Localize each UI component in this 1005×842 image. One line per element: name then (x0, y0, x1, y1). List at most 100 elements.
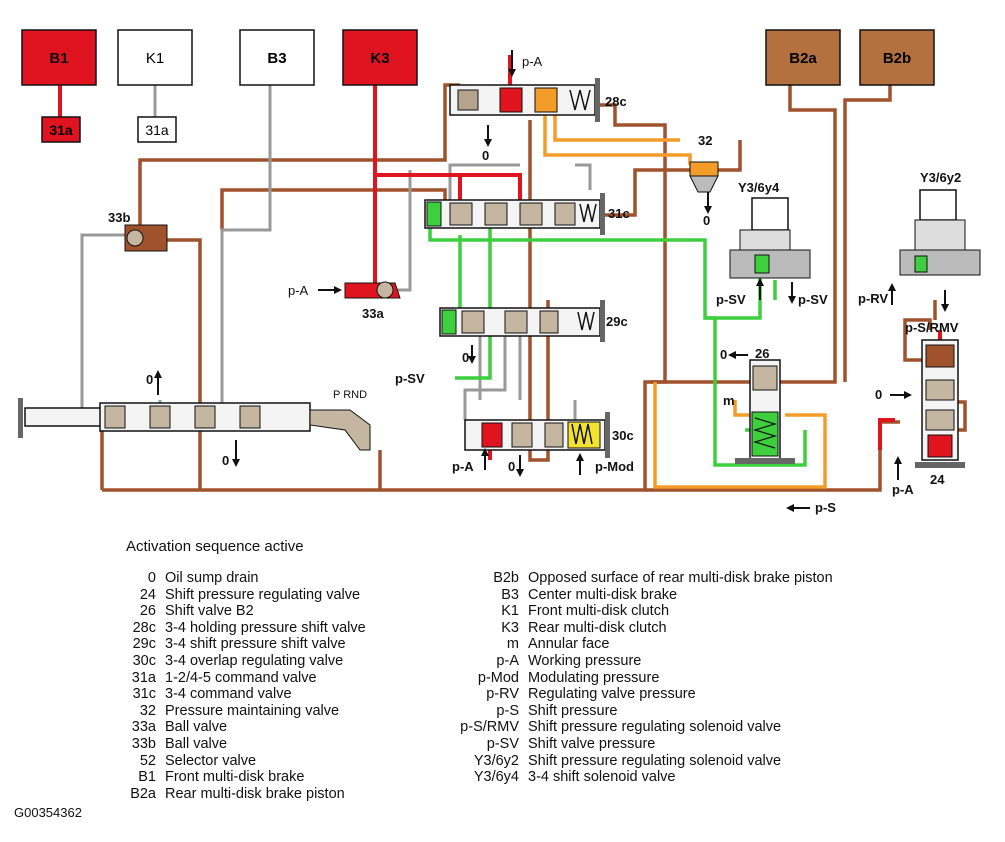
legend-code: Y3/6y4 (473, 769, 519, 786)
svg-text:31a: 31a (145, 122, 169, 138)
svg-text:B3: B3 (267, 50, 286, 67)
legend-description: Shift valve B2 (165, 603, 254, 620)
legend-code: m (506, 636, 519, 653)
red-lines (58, 55, 942, 460)
legend-description: Shift pressure regulating solenoid valve (528, 719, 782, 736)
legend-code: B2b (493, 570, 519, 586)
svg-text:29c: 29c (606, 314, 628, 329)
legend-code: p-Mod (477, 669, 519, 686)
diagram-labels: p-A 28c 0 32 0 Y3/6y4 Y3/6y2 33b 31c p-A… (108, 54, 961, 515)
solenoid-y3-6y4 (729, 197, 811, 279)
figure-id: G00354362 (14, 805, 82, 820)
svg-text:31a: 31a (49, 122, 73, 138)
legend-description: Front multi-disk brake (165, 769, 305, 786)
svg-text:p-A: p-A (288, 283, 309, 298)
svg-text:p-A: p-A (452, 459, 474, 474)
legend-code: 31c (132, 686, 156, 703)
svg-text:26: 26 (755, 346, 769, 361)
solenoid-y3-6y2 (899, 189, 981, 276)
svg-text:p-S/RMV: p-S/RMV (905, 320, 959, 335)
svg-text:33b: 33b (108, 210, 130, 225)
box-k1: K1 (117, 29, 193, 86)
legend-description: 3-4 shift pressure shift valve (165, 636, 346, 653)
svg-text:33a: 33a (362, 306, 384, 321)
box-k3: K3 (342, 29, 418, 86)
svg-text:B1: B1 (49, 50, 68, 67)
legend-code: 52 (139, 752, 156, 769)
svg-text:0: 0 (508, 459, 515, 474)
svg-text:p-SV: p-SV (716, 292, 746, 307)
legend-code: 29c (132, 636, 156, 653)
legend-description: 1-2/4-5 command valve (165, 669, 317, 686)
box-b1: B1 (21, 29, 97, 86)
legend-description: Shift pressure (528, 702, 618, 719)
legend-description: Ball valve (165, 735, 228, 752)
legend-row: Y3/6y4 3-4 shift solenoid valve (440, 769, 833, 786)
ball-valve-33b (124, 224, 168, 252)
svg-text:Y3/6y2: Y3/6y2 (920, 170, 961, 185)
valve-28c (449, 78, 600, 122)
legend-description: Selector valve (165, 752, 257, 769)
legend-description: Shift pressure regulating solenoid valve (528, 752, 782, 769)
flow-arrows (154, 50, 949, 512)
legend-description: Regulating valve pressure (528, 686, 696, 703)
legend-row: 52 Selector valve (110, 753, 366, 770)
legend-row: 32 Pressure maintaining valve (110, 703, 366, 720)
svg-text:28c: 28c (605, 94, 627, 109)
svg-text:B2a: B2a (789, 50, 817, 67)
legend-row: 33b Ball valve (110, 736, 366, 753)
svg-text:p-A: p-A (892, 482, 914, 497)
svg-text:Y3/6y4: Y3/6y4 (738, 180, 780, 195)
legend-code: B3 (501, 586, 519, 603)
pressure-maintaining-valve-32 (689, 161, 719, 193)
hydraulic-circuit-diagram: B1 31a K1 31a B3 K3 B2a B2b (18, 29, 981, 515)
svg-text:p-S: p-S (815, 500, 836, 515)
svg-text:p-SV: p-SV (395, 371, 425, 386)
legend-code: K3 (501, 619, 519, 636)
svg-text:0: 0 (875, 387, 882, 402)
valve-31c (424, 193, 605, 235)
svg-text:p-Mod: p-Mod (595, 459, 634, 474)
valve-30c (464, 412, 610, 458)
grey-lines (80, 85, 592, 420)
legend-description: 3-4 overlap regulating valve (165, 652, 344, 669)
svg-text:p-SV: p-SV (798, 292, 828, 307)
svg-text:m: m (723, 393, 735, 408)
ball-valve-33a (344, 281, 401, 299)
selector-valve (18, 398, 371, 451)
legend-description: Oil sump drain (165, 570, 259, 586)
legend-code: B2a (130, 785, 156, 802)
diagram-title: Activation sequence active (126, 538, 304, 555)
legend-description: Working pressure (528, 652, 642, 669)
legend-code: B1 (138, 769, 156, 786)
legend-description: Rear multi-disk clutch (528, 619, 667, 636)
legend-description: 3-4 shift solenoid valve (528, 769, 676, 786)
legend-row: 29c 3-4 shift pressure shift valve (110, 636, 366, 653)
legend-description: Pressure maintaining valve (165, 702, 340, 719)
legend-description: Front multi-disk clutch (528, 603, 670, 620)
legend-code: 33b (131, 735, 156, 752)
svg-text:31c: 31c (608, 206, 630, 221)
svg-text:32: 32 (698, 133, 712, 148)
legend-description: Modulating pressure (528, 669, 660, 686)
legend-code: 32 (139, 702, 156, 719)
legend-row: p-Mod Modulating pressure (440, 670, 833, 687)
svg-text:p-A: p-A (522, 54, 543, 69)
shift-pressure-regulating-valve-24 (915, 339, 965, 468)
legend-code: 33a (131, 719, 156, 736)
legend-code: 30c (132, 652, 156, 669)
svg-text:0: 0 (720, 347, 727, 362)
legend-description: Shift pressure regulating valve (165, 586, 361, 603)
